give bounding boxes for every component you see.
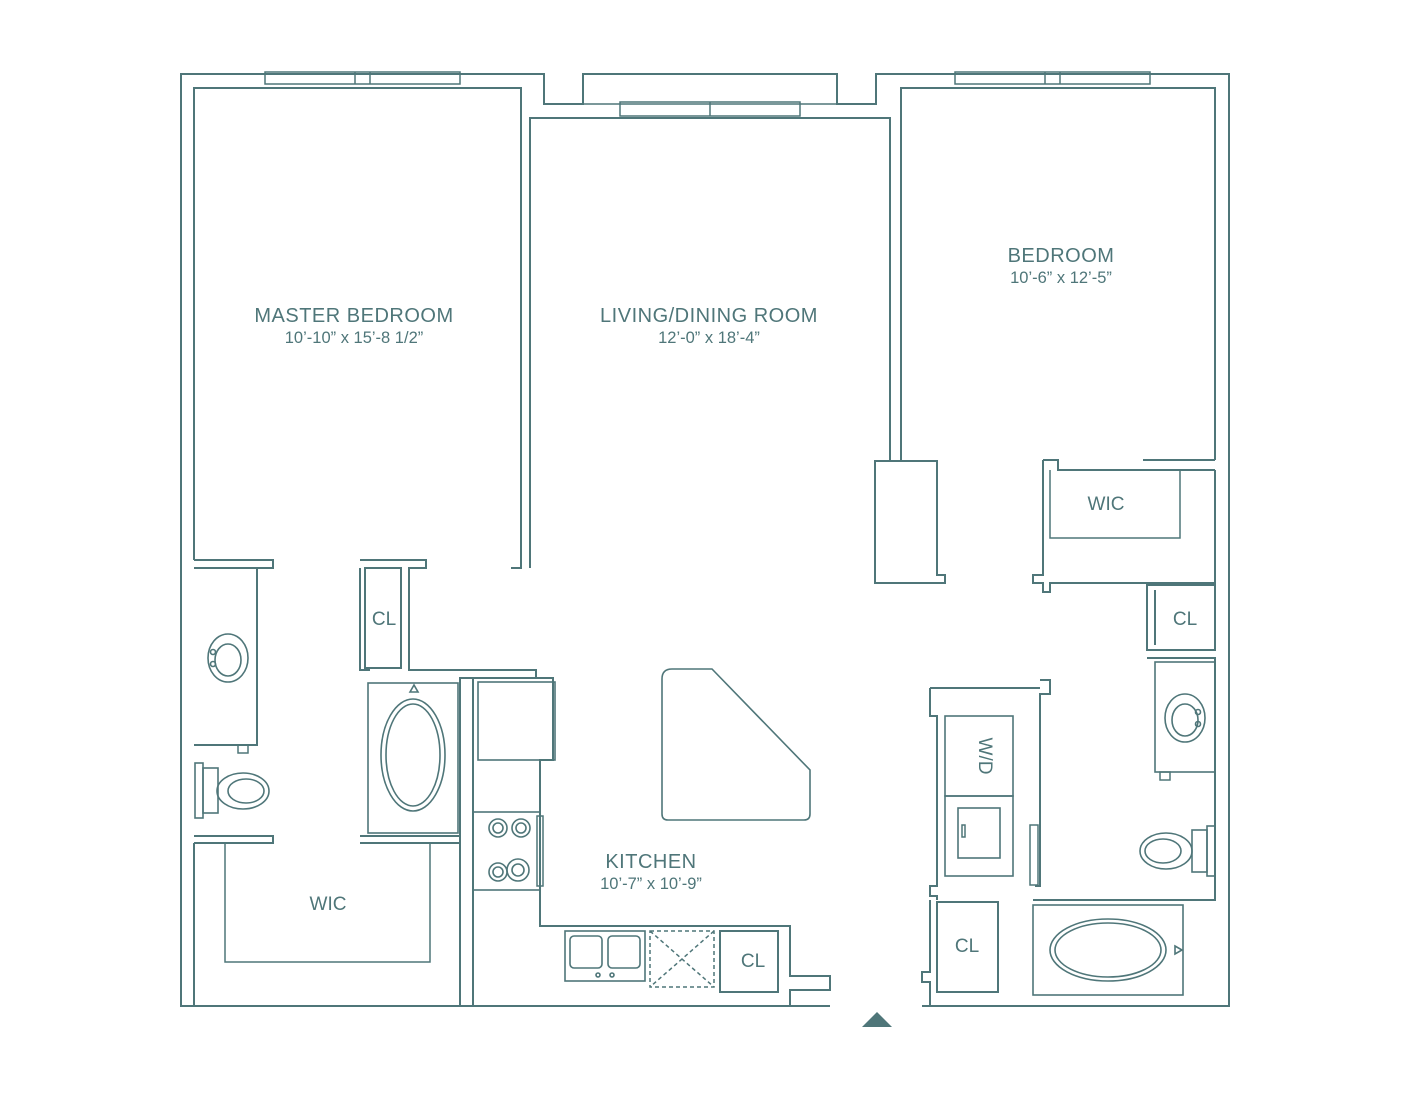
second-tub-icon [1032,899,1184,996]
bedroom-closet: CL [1146,584,1216,651]
entry [830,1000,922,1027]
center-partition [874,460,946,584]
bedroom-dim: 10’-6” x 12’-5” [1010,269,1112,287]
master-wic-label: WIC [310,894,347,915]
kitchen-sink-icon [564,930,646,982]
master-bedroom-dim: 10’-10” x 15’-8 1/2” [285,329,424,347]
bedroom-wic: WIC [1032,460,1216,593]
laundry: W/D [929,688,1039,900]
second-vanity [1154,661,1216,781]
kitchen-cl-label: CL [741,951,765,972]
second-toilet-icon [1139,825,1216,877]
master-tub-icon [367,682,459,834]
exterior-walls [180,73,1230,1007]
bedroom-walls [900,87,1216,471]
master-bedroom-walls [193,87,891,569]
bedroom-wic-label: WIC [1088,494,1125,515]
stove-burners-icon [488,818,531,882]
bedroom-name: BEDROOM [1008,245,1115,267]
laundry-cl-label: CL [955,936,979,957]
dishwasher-icon [649,930,715,988]
windows [264,71,1151,117]
second-bath-walls [930,657,1216,901]
master-wic: WIC [193,843,461,1006]
triangle-up-icon [862,1012,892,1027]
master-vanity [194,567,258,754]
bedroom-cl-label: CL [1173,609,1197,630]
master-cl-label: CL [372,609,396,630]
washer-dryer-label: W/D [974,738,995,775]
living-dining-name: LIVING/DINING ROOM [600,305,818,327]
kitchen-name: KITCHEN [605,851,696,873]
laundry-closet: CL [921,900,999,1006]
master-closet: CL [364,567,402,669]
kitchen-dim: 10’-7” x 10’-9” [600,875,702,893]
kitchen-fixtures: CL [472,677,831,1006]
living-dining-dim: 12’-0” x 18’-4” [658,329,760,347]
kitchen-island [661,668,811,821]
room-labels: MASTER BEDROOM 10’-10” x 15’-8 1/2” LIVI… [254,245,1114,893]
master-bedroom-name: MASTER BEDROOM [254,305,453,327]
master-toilet-icon [194,762,270,819]
